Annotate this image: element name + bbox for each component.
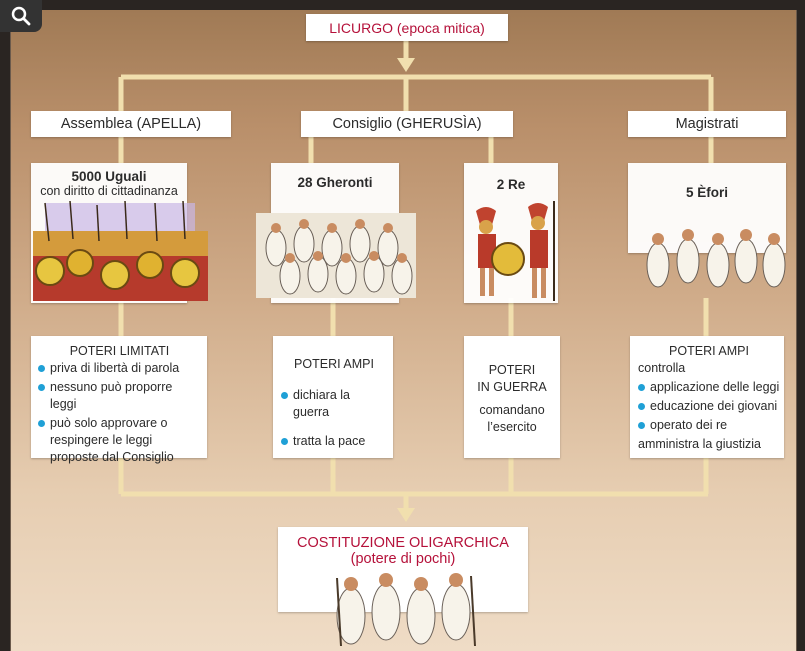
bullet-icon — [38, 420, 45, 427]
figure-re-title: 2 Re — [496, 177, 526, 192]
figure-consiglio-title: 28 Gheronti — [297, 175, 373, 190]
list-item: priva di libertà di parola — [38, 360, 201, 377]
ephors-illustration — [646, 229, 786, 288]
bottom-title: COSTITUZIONE OLIGARCHICA — [297, 535, 509, 551]
powers-magistrati: POTERI AMPI controlla applicazione delle… — [630, 336, 784, 458]
header-consiglio: Consiglio (GHERUSÌA) — [301, 111, 513, 137]
list-item: educazione dei giovani — [638, 398, 780, 415]
powers-re-text-2: l’esercito — [487, 420, 537, 434]
elders-illustration — [256, 213, 416, 298]
bullet-icon — [38, 384, 45, 391]
powers-assemblea-list: priva di libertà di parola nessuno può p… — [38, 360, 201, 466]
bullet-icon — [638, 403, 645, 410]
figure-magistrati: 5 Èfori — [628, 163, 786, 288]
powers-re-title-2: IN GUERRA — [477, 380, 547, 394]
list-item: nessuno può proporre leggi — [38, 379, 201, 413]
bullet-icon — [281, 438, 288, 445]
header-magistrati-label: Magistrati — [675, 116, 739, 132]
powers-assemblea-title: POTERI LIMITATI — [69, 344, 170, 358]
header-magistrati: Magistrati — [628, 111, 786, 137]
oligarchs-illustration — [336, 573, 476, 647]
list-item: tratta la pace — [281, 433, 387, 450]
powers-magistrati-title: POTERI AMPI — [669, 344, 749, 358]
header-assemblea: Assemblea (APELLA) — [31, 111, 231, 137]
powers-magistrati-footer: amministra la giustizia — [638, 437, 761, 451]
powers-assemblea: POTERI LIMITATI priva di libertà di paro… — [31, 336, 207, 464]
figure-assemblea-subtitle: con diritto di cittadinanza — [40, 184, 178, 198]
diagram-canvas: LICURGO (epoca mitica) Assemblea (APELLA… — [10, 10, 797, 651]
search-icon — [11, 6, 31, 26]
bullet-icon — [638, 384, 645, 391]
powers-magistrati-list: applicazione delle leggi educazione dei … — [638, 379, 780, 434]
powers-consiglio-title: POTERI AMPI — [294, 357, 374, 371]
top-title-box: LICURGO (epoca mitica) — [306, 14, 508, 41]
bullet-icon — [638, 422, 645, 429]
powers-re-title-1: POTERI — [488, 363, 536, 377]
list-item: dichiara la guerra — [281, 387, 387, 421]
bottom-box: COSTITUZIONE OLIGARCHICA (potere di poch… — [278, 527, 528, 612]
powers-re-text-1: comandano — [479, 403, 545, 417]
powers-consiglio-list: dichiara la guerra tratta la pace — [281, 387, 387, 450]
figure-assemblea: 5000 Uguali con diritto di cittadinanza — [31, 163, 208, 303]
header-consiglio-label: Consiglio (GHERUSÌA) — [332, 116, 482, 132]
powers-re: POTERI IN GUERRA comandano l’esercito — [464, 336, 560, 458]
connector-lines — [118, 40, 714, 522]
top-title: LICURGO (epoca mitica) — [329, 19, 485, 36]
powers-consiglio: POTERI AMPI dichiara la guerra tratta la… — [273, 336, 393, 458]
bottom-subtitle: (potere di pochi) — [350, 551, 456, 567]
bullet-icon — [281, 392, 288, 399]
figure-assemblea-title: 5000 Uguali — [71, 169, 147, 184]
figure-re: 2 Re — [464, 163, 558, 303]
list-item: applicazione delle leggi — [638, 379, 780, 396]
list-item: può solo approvare o respingere le leggi… — [38, 415, 201, 466]
powers-magistrati-intro: controlla — [638, 361, 686, 375]
figure-magistrati-title: 5 Èfori — [685, 185, 728, 200]
search-button[interactable] — [0, 0, 42, 32]
soldiers-illustration — [33, 201, 208, 301]
figure-consiglio: 28 Gheronti — [256, 163, 416, 303]
kings-illustration — [476, 201, 555, 301]
bullet-icon — [38, 365, 45, 372]
list-item: operato dei re — [638, 417, 780, 434]
header-assemblea-label: Assemblea (APELLA) — [60, 116, 202, 132]
